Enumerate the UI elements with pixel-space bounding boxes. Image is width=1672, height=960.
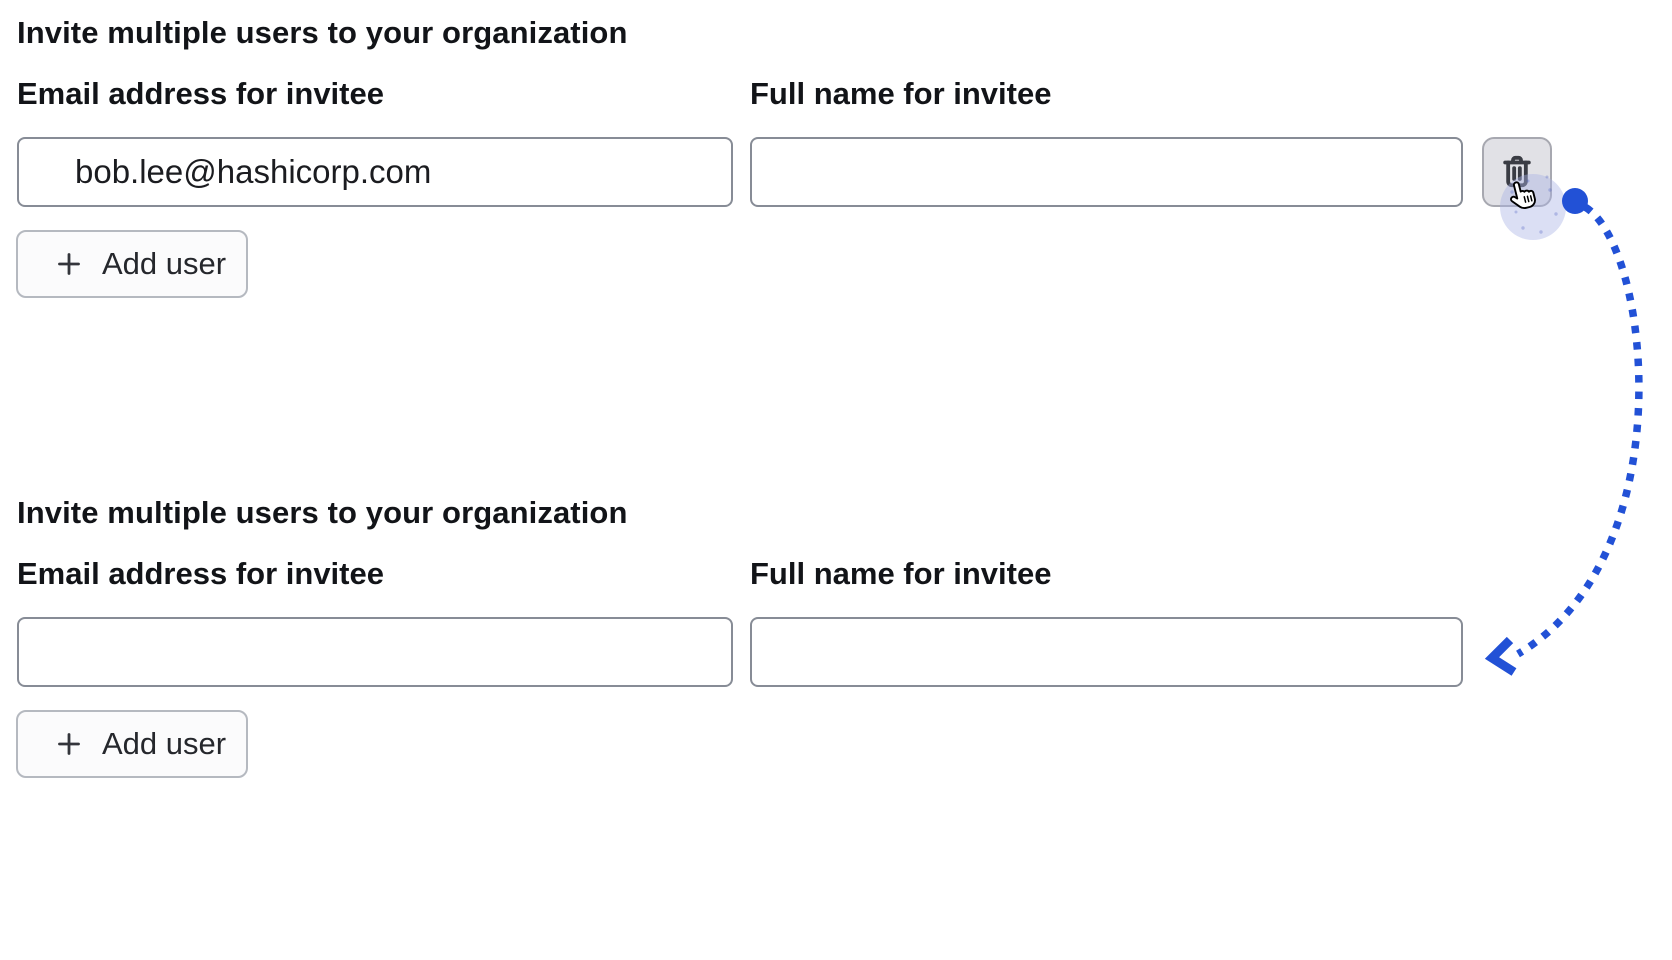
plus-icon [54, 249, 84, 279]
invite-form-after: Invite multiple users to your organizati… [0, 480, 1672, 960]
invite-form-before: Invite multiple users to your organizati… [16, 15, 1552, 298]
delete-row-button[interactable] [1482, 137, 1552, 207]
add-user-button[interactable]: Add user [16, 230, 248, 298]
fullname-input[interactable] [750, 137, 1463, 207]
fullname-field-label: Full name for invitee [750, 556, 1052, 591]
email-field-label: Email address for invitee [17, 76, 384, 111]
section-heading: Invite multiple users to your organizati… [17, 15, 628, 50]
add-user-button-label: Add user [102, 725, 227, 761]
add-user-button-label: Add user [102, 245, 227, 281]
add-user-button[interactable]: Add user [16, 710, 248, 778]
trash-icon [1497, 152, 1537, 192]
email-input[interactable] [17, 617, 733, 687]
plus-icon [54, 729, 84, 759]
section-heading: Invite multiple users to your organizati… [17, 495, 628, 530]
email-input[interactable] [17, 137, 733, 207]
fullname-input[interactable] [750, 617, 1463, 687]
email-field-label: Email address for invitee [17, 556, 384, 591]
fullname-field-label: Full name for invitee [750, 76, 1052, 111]
